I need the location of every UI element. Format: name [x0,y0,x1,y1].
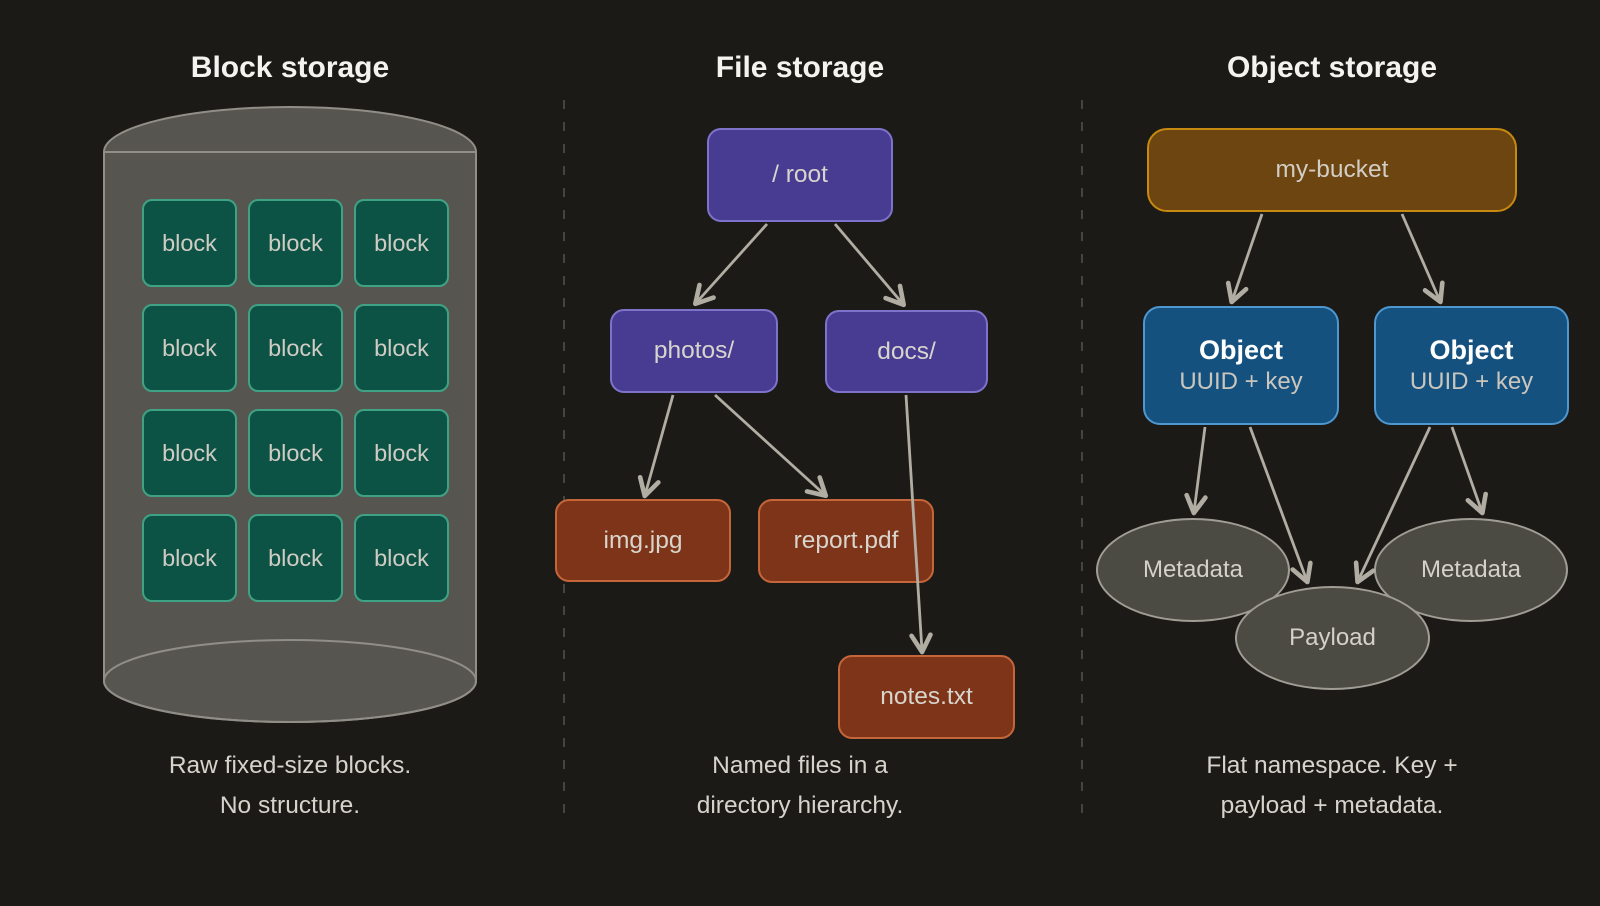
caption-line: payload + metadata. [1220,792,1444,819]
node-object-left: Object UUID + key [1143,306,1339,425]
node-photos-directory: photos/ [610,309,778,393]
file-storage-title: File storage [715,51,885,84]
cylinder-bottom-ellipse [103,639,477,723]
node-root-directory: / root [707,128,893,222]
block-cell: block [354,409,449,497]
block-cell: block [354,199,449,287]
object-right-subtitle: UUID + key [1409,368,1534,395]
block-cell: block [354,304,449,392]
block-cell: block [142,199,237,287]
object-storage-caption: Flat namespace. Key + payload + metadata… [1206,746,1457,826]
object-left-title: Object [1198,335,1284,365]
node-notes-file: notes.txt [838,655,1015,739]
node-report-file: report.pdf [758,499,934,583]
block-cell: block [248,199,343,287]
block-grid: block block block block block block bloc… [142,199,449,602]
block-cell: block [142,304,237,392]
block-cell: block [248,304,343,392]
block-cell: block [142,514,237,602]
caption-line: directory hierarchy. [696,792,904,819]
block-cell: block [354,514,449,602]
block-cell: block [248,514,343,602]
node-docs-directory: docs/ [825,310,988,393]
caption-line: No structure. [219,792,361,819]
caption-line: Named files in a [712,752,888,779]
block-cell: block [248,409,343,497]
caption-line: Flat namespace. Key + [1206,752,1458,779]
node-object-right: Object UUID + key [1374,306,1569,425]
node-img-file: img.jpg [555,499,731,582]
caption-line: Raw fixed-size blocks. [168,752,412,779]
block-storage-caption: Raw fixed-size blocks. No structure. [169,746,411,826]
block-cell: block [142,409,237,497]
file-storage-caption: Named files in a directory hierarchy. [697,746,904,826]
object-right-title: Object [1429,335,1514,365]
object-left-subtitle: UUID + key [1179,368,1303,395]
node-bucket: my-bucket [1147,128,1517,212]
object-storage-title: Object storage [1226,51,1438,84]
block-storage-title: Block storage [190,51,390,84]
ellipse-payload: Payload [1235,586,1430,690]
